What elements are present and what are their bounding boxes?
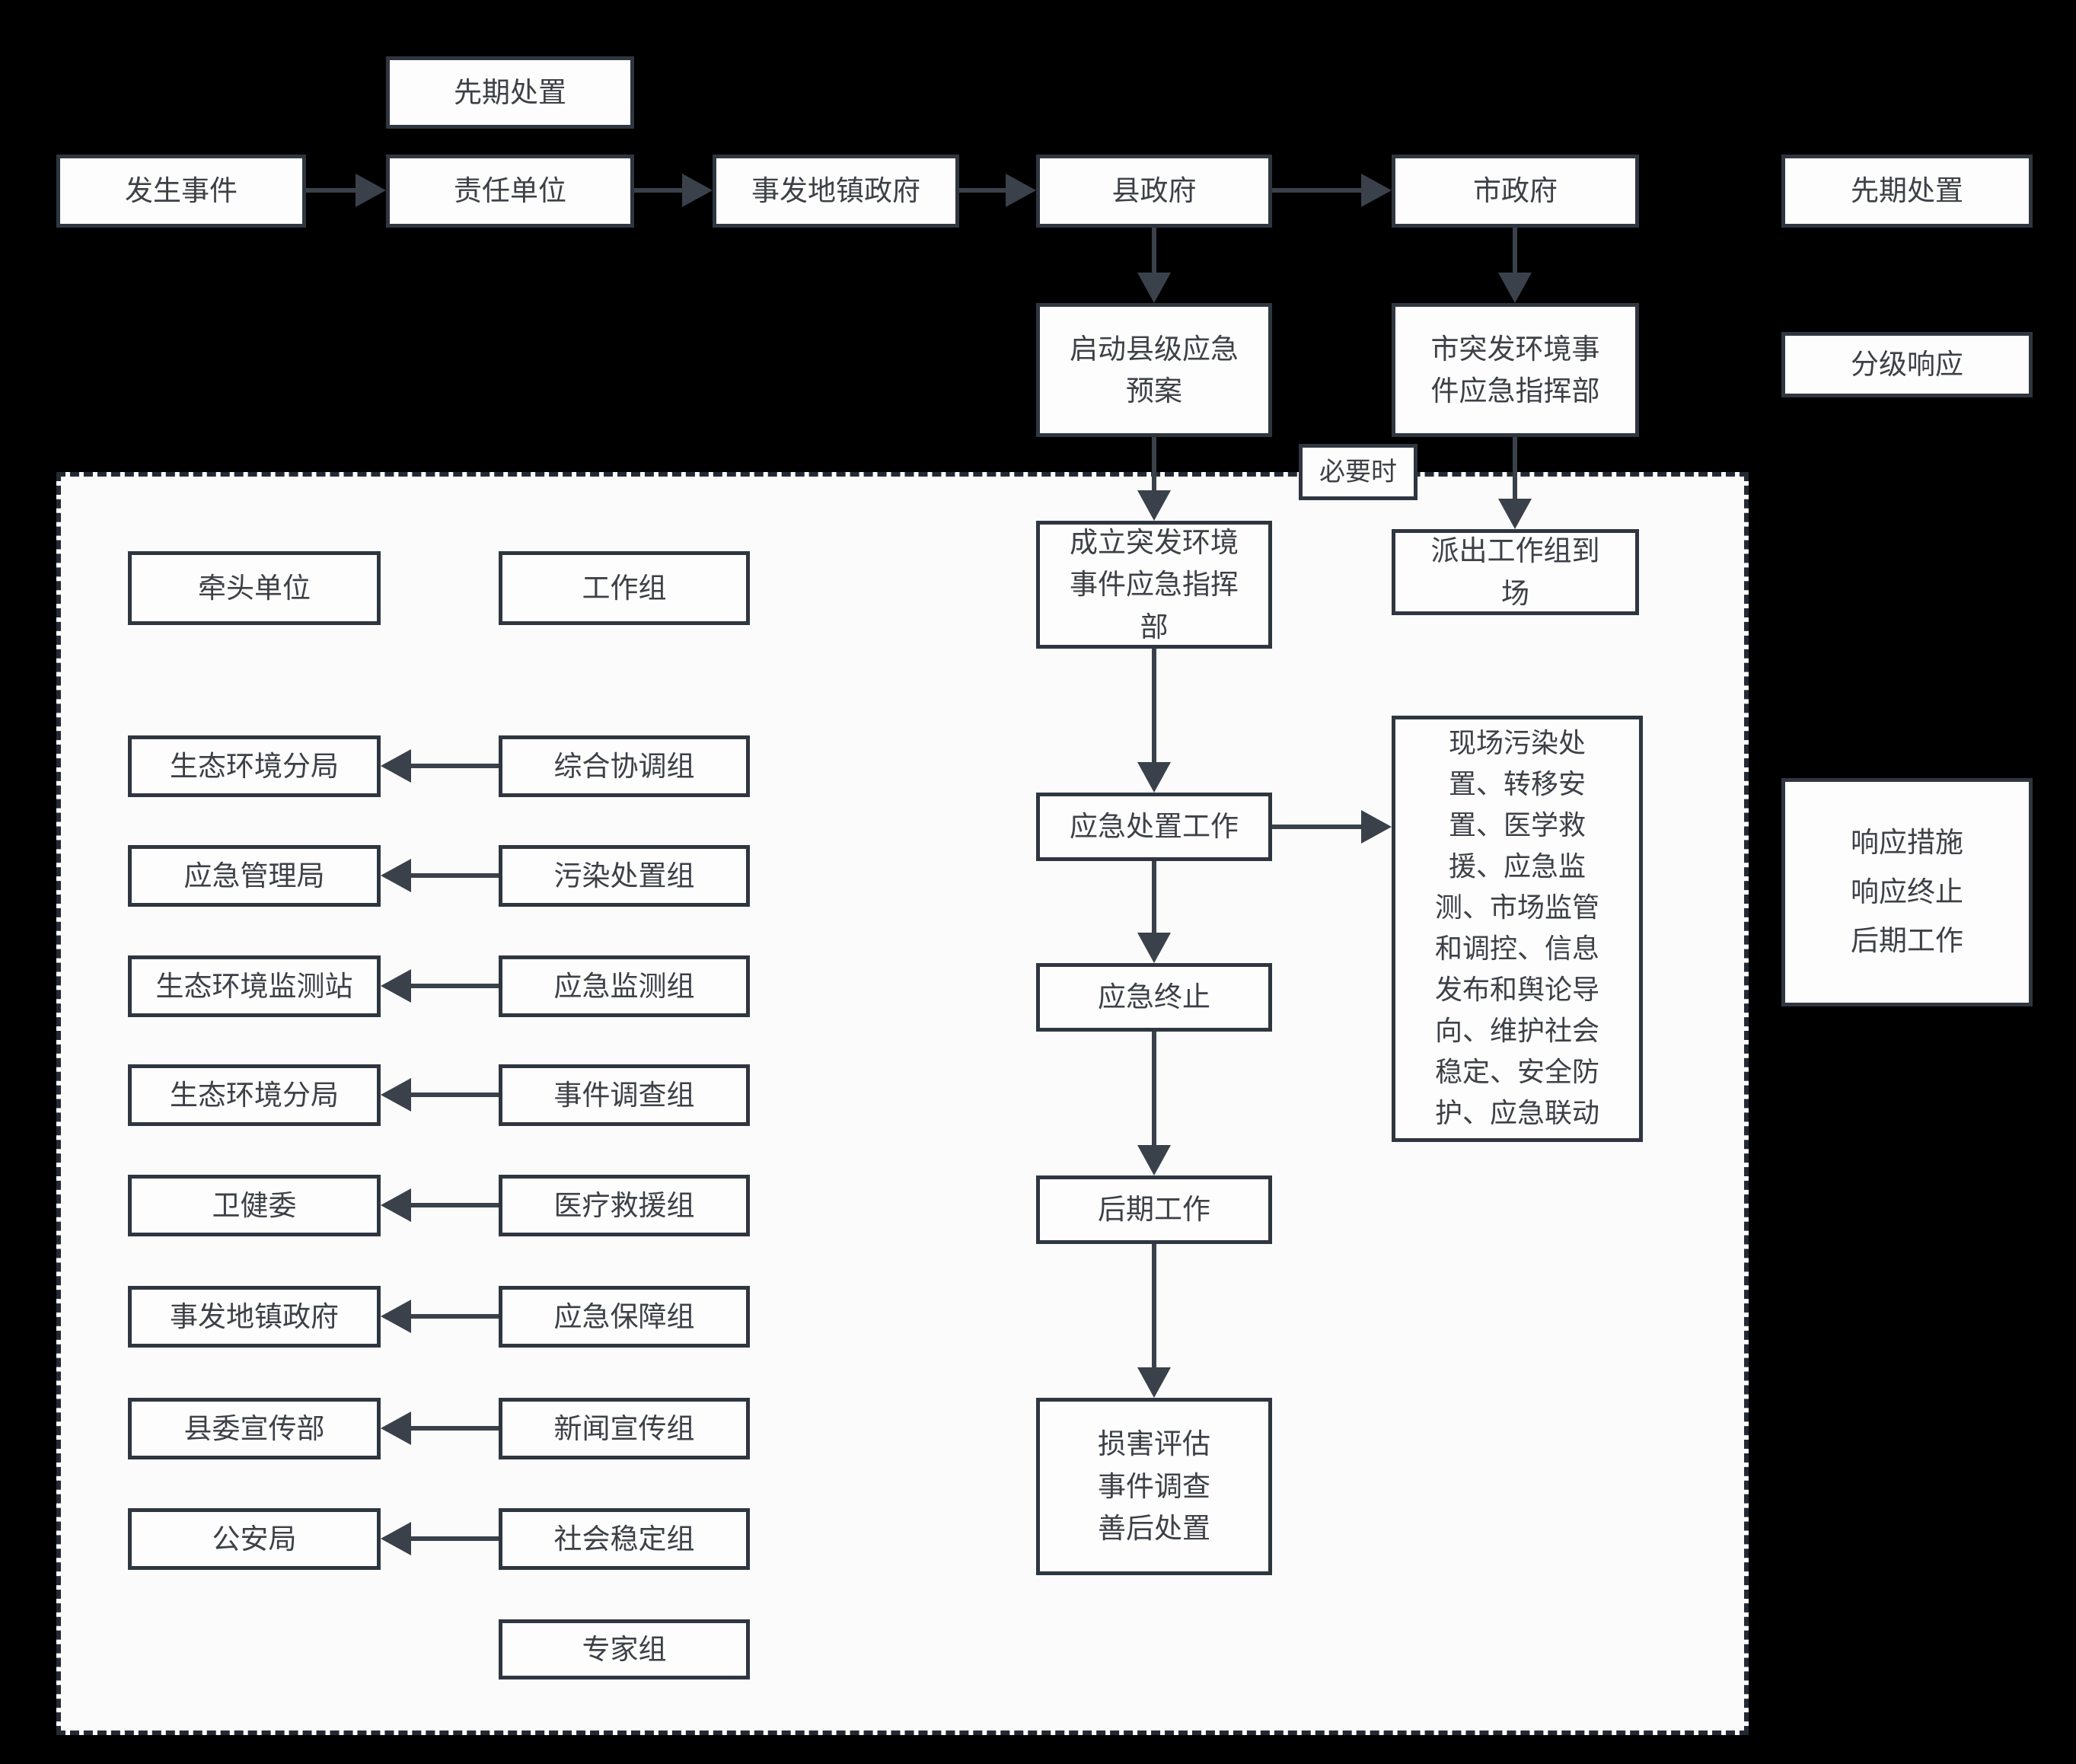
node-lead-4: 卫健委 <box>128 1175 381 1236</box>
arrowhead-group4-to-lead4 <box>381 1188 411 1222</box>
arrow-county-to-city <box>1272 188 1363 193</box>
node-lead-2: 生态环境监测站 <box>128 955 381 1017</box>
arrowhead-group2-to-lead2 <box>381 969 411 1003</box>
node-establish-hq: 成立突发环境 事件应急指挥 部 <box>1036 521 1272 649</box>
arrowhead-group1-to-lead1 <box>381 859 411 892</box>
arrow-group6-to-lead6 <box>410 1426 499 1431</box>
node-work-group-header: 工作组 <box>499 551 750 625</box>
arrow-work-to-end <box>1152 861 1156 936</box>
node-group-4: 医疗救援组 <box>499 1175 750 1236</box>
node-lead-unit-header: 牵头单位 <box>128 551 381 625</box>
arrow-end-to-later <box>1152 1032 1156 1148</box>
arrow-group1-to-lead1 <box>410 873 499 878</box>
arrowhead-group7-to-lead7 <box>381 1522 411 1555</box>
arrow-responsible-to-town <box>634 188 684 193</box>
node-group-1: 污染处置组 <box>499 845 750 907</box>
arrow-hq-to-dispatch <box>1513 437 1517 502</box>
node-group-5: 应急保障组 <box>499 1286 750 1348</box>
arrowhead-group5-to-lead5 <box>381 1300 411 1333</box>
node-town-gov: 事发地镇政府 <box>713 155 959 228</box>
node-group-0: 综合协调组 <box>499 735 750 797</box>
node-lead-0: 生态环境分局 <box>128 735 381 797</box>
node-county-gov: 县政府 <box>1036 155 1272 228</box>
node-responsible-unit: 责任单位 <box>386 155 634 228</box>
node-pre-disposal-top: 先期处置 <box>386 56 634 129</box>
arrowhead-county-to-plan <box>1137 273 1171 303</box>
node-city-gov: 市政府 <box>1392 155 1639 228</box>
arrow-work-to-detail <box>1272 825 1363 829</box>
node-lead-5: 事发地镇政府 <box>128 1286 381 1348</box>
arrow-group7-to-lead7 <box>410 1536 499 1541</box>
node-response-work: 应急处置工作 <box>1036 793 1272 861</box>
node-group-3: 事件调查组 <box>499 1064 750 1126</box>
node-pre-disposal-right: 先期处置 <box>1781 155 2033 228</box>
arrowhead-work-to-detail <box>1361 810 1392 844</box>
node-when-necessary: 必要时 <box>1299 444 1417 500</box>
node-expert-group: 专家组 <box>499 1619 750 1679</box>
arrowhead-work-to-end <box>1137 933 1171 963</box>
node-assessment: 损害评估 事件调查 善后处置 <box>1036 1398 1272 1575</box>
arrowhead-responsible-to-town <box>682 174 713 207</box>
arrow-group2-to-lead2 <box>410 984 499 988</box>
node-lead-7: 公安局 <box>128 1508 381 1570</box>
arrow-plan-to-establish <box>1152 437 1156 493</box>
arrowhead-county-to-city <box>1361 174 1392 207</box>
node-incident: 发生事件 <box>56 155 306 228</box>
arrowhead-plan-to-establish <box>1137 490 1171 521</box>
node-city-hq: 市突发环境事 件应急指挥部 <box>1392 303 1639 437</box>
arrowhead-group6-to-lead6 <box>381 1412 411 1445</box>
node-lead-6: 县委宣传部 <box>128 1398 381 1459</box>
node-response-summary: 响应措施 响应终止 后期工作 <box>1781 778 2033 1006</box>
arrow-group0-to-lead0 <box>410 764 499 768</box>
node-response-end: 应急终止 <box>1036 963 1272 1032</box>
arrowhead-end-to-later <box>1137 1145 1171 1175</box>
arrow-county-to-plan <box>1152 228 1156 276</box>
node-measures-detail: 现场污染处 置、转移安 置、医学救 援、应急监 测、市场监管 和调控、信息 发布… <box>1392 716 1643 1142</box>
node-graded-response: 分级响应 <box>1781 332 2033 397</box>
arrow-establish-to-work <box>1152 649 1156 765</box>
node-group-7: 社会稳定组 <box>499 1508 750 1570</box>
arrow-later-to-assessment <box>1152 1244 1156 1370</box>
node-later-work: 后期工作 <box>1036 1175 1272 1244</box>
node-group-6: 新闻宣传组 <box>499 1398 750 1459</box>
arrow-city-to-hq <box>1513 228 1517 276</box>
node-lead-3: 生态环境分局 <box>128 1064 381 1126</box>
arrowhead-hq-to-dispatch <box>1498 499 1532 529</box>
arrow-group5-to-lead5 <box>410 1314 499 1319</box>
arrow-town-to-county <box>959 188 1007 193</box>
arrowhead-later-to-assessment <box>1137 1367 1171 1398</box>
arrowhead-group3-to-lead3 <box>381 1078 411 1112</box>
arrowhead-town-to-county <box>1006 174 1036 207</box>
node-lead-1: 应急管理局 <box>128 845 381 907</box>
arrowhead-incident-to-responsible <box>356 174 386 207</box>
node-launch-county-plan: 启动县级应急 预案 <box>1036 303 1272 437</box>
node-group-2: 应急监测组 <box>499 955 750 1017</box>
arrowhead-group0-to-lead0 <box>381 749 411 783</box>
arrow-group4-to-lead4 <box>410 1203 499 1207</box>
arrow-group3-to-lead3 <box>410 1093 499 1097</box>
node-dispatch-group: 派出工作组到 场 <box>1392 529 1639 615</box>
arrow-incident-to-responsible <box>306 188 357 193</box>
arrowhead-establish-to-work <box>1137 762 1171 793</box>
arrowhead-city-to-hq <box>1498 273 1532 303</box>
